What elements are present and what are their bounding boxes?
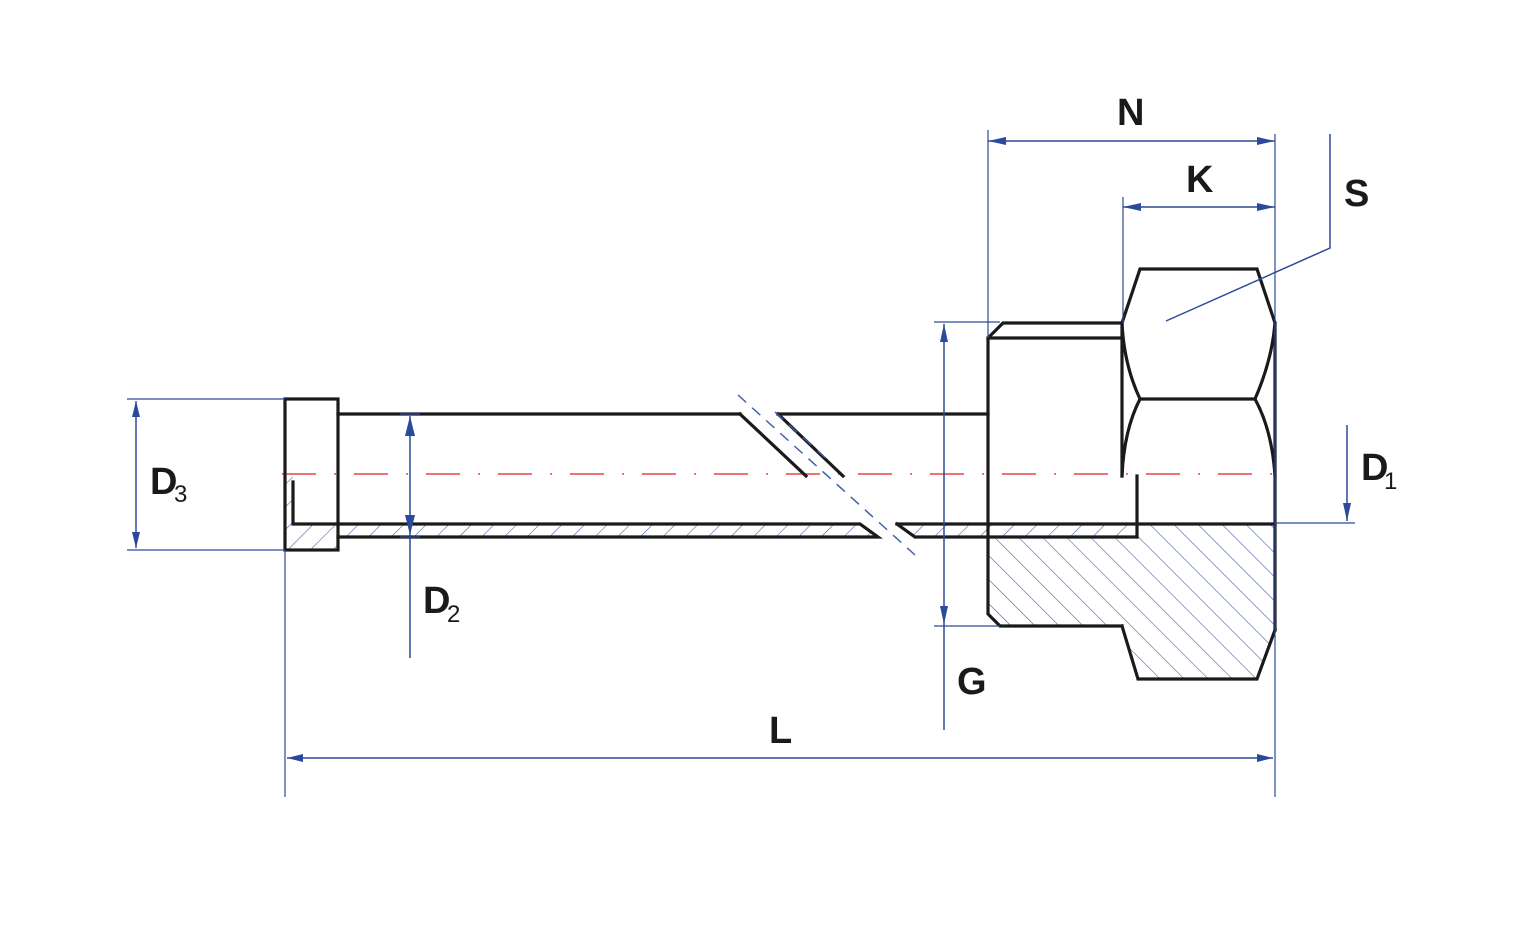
arrow-L-right <box>1257 754 1273 762</box>
leader-S <box>1165 134 1331 322</box>
arrow-L-left <box>287 754 303 762</box>
tube-wall-hatch-left <box>292 524 878 537</box>
arrow-N-left <box>988 137 1006 145</box>
arrow-K-left <box>1123 203 1141 211</box>
label-N: N <box>1117 92 1144 134</box>
label-D1-letter: D <box>1361 447 1388 489</box>
hex-nut-top <box>1120 267 1277 401</box>
label-D1-subscript: 1 <box>1384 468 1397 495</box>
fitting-neck <box>986 321 1124 628</box>
label-K: K <box>1186 159 1214 201</box>
tube-wall-right-bottom <box>894 521 990 539</box>
label-D2-subscript: 2 <box>447 601 460 628</box>
section-hatching <box>285 477 1275 679</box>
tube-wall-hatch-right <box>897 524 1137 537</box>
tip-cap <box>283 397 340 552</box>
label-D2: D 2 <box>423 580 460 628</box>
label-D3: D 3 <box>150 461 187 508</box>
label-S: S <box>1344 173 1369 215</box>
label-D3-subscript: 3 <box>174 481 187 508</box>
arrow-N-right <box>1257 137 1275 145</box>
label-L: L <box>769 710 792 752</box>
label-D3-letter: D <box>150 461 177 503</box>
cap-hatch <box>285 477 338 550</box>
label-G: G <box>957 661 987 703</box>
tube-wall-left <box>336 522 883 539</box>
hex-nut-bottom <box>1120 624 1278 681</box>
label-D1: D 1 <box>1361 447 1397 495</box>
hex-nut-lower-right <box>1252 396 1277 478</box>
arrow-K-right <box>1257 203 1275 211</box>
break-line-1 <box>737 394 916 556</box>
break-cut-1 <box>737 411 809 479</box>
cap-inner <box>291 480 340 526</box>
label-D2-letter: D <box>423 580 450 622</box>
fitting-hatch <box>988 524 1275 679</box>
dimension-lines <box>127 130 1355 797</box>
break-line-2 <box>774 411 831 463</box>
hex-nut-lower-left <box>1120 396 1143 478</box>
